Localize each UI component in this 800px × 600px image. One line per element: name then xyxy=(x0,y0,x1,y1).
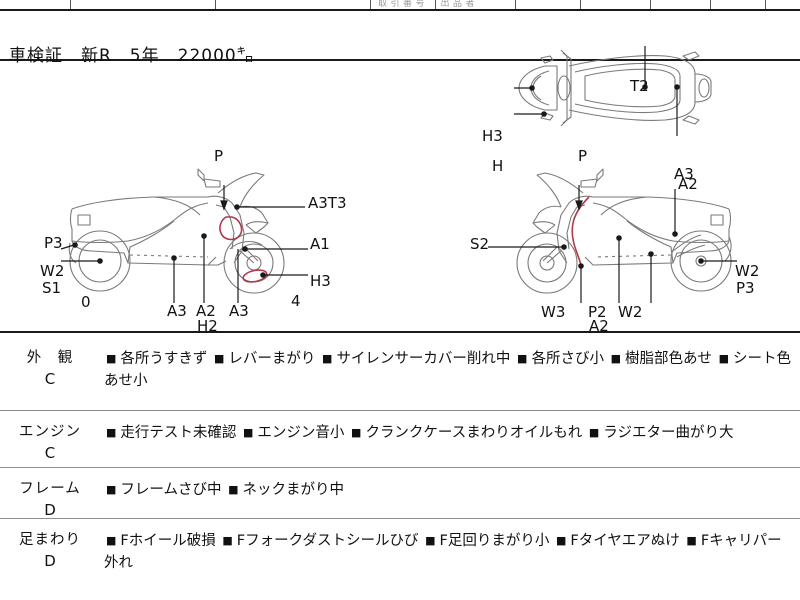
category-grade: D xyxy=(44,552,56,571)
condition-item: 走行テスト未確認 xyxy=(120,425,237,441)
bullet-icon: ■ xyxy=(588,426,600,439)
condition-category: エンジン C xyxy=(0,411,100,467)
diagram-panel: T2 H3 H A2 P A3T3 P3 A1 W2 H3 S1 0 4 A3 … xyxy=(0,46,800,335)
category-name: 足まわり xyxy=(19,532,81,548)
table-row: エンジン C ■走行テスト未確認 ■エンジン音小 ■クランクケースまわりオイルも… xyxy=(0,410,800,467)
condition-item: ラジエター曲がり大 xyxy=(603,425,734,441)
diagram-label-w2-right: W2 xyxy=(735,262,760,280)
diagram-label-a1: A1 xyxy=(310,235,330,253)
cutoff-cell-separator xyxy=(650,0,651,9)
bullet-icon: ■ xyxy=(106,534,117,547)
condition-category: 外 観 C xyxy=(0,337,100,410)
bullet-icon: ■ xyxy=(106,352,117,365)
condition-item: クランクケースまわりオイルもれ xyxy=(365,425,583,441)
condition-item: Fホイール破損 xyxy=(120,533,216,549)
cutoff-cell-separator xyxy=(70,0,71,9)
diagram-label-h-top: H xyxy=(492,157,504,175)
condition-table: 外 観 C ■各所うすきず ■レバーまがり ■サイレンサーカバー削れ中 ■各所さ… xyxy=(0,333,800,600)
diagram-label-a3-left-1: A3 xyxy=(167,302,187,320)
bullet-icon: ■ xyxy=(610,352,621,365)
right-side-drawing xyxy=(485,168,745,306)
bullet-icon: ■ xyxy=(214,352,225,365)
condition-item: エンジン音小 xyxy=(257,425,345,441)
diagram-label-a3-right: A3 xyxy=(674,165,694,183)
condition-category: 足まわり D xyxy=(0,519,100,600)
condition-items: ■走行テスト未確認 ■エンジン音小 ■クランクケースまわりオイルもれ ■ラジエタ… xyxy=(100,411,800,467)
cutoff-cell-separator xyxy=(580,0,581,9)
cutoff-cell-separator xyxy=(215,0,216,9)
diagram-label-w2-right-2: W2 xyxy=(618,303,643,321)
bullet-icon: ■ xyxy=(718,352,729,365)
diagram-label-w3: W3 xyxy=(541,303,566,321)
cutoff-cell-separator xyxy=(435,0,436,9)
diagram-label-t2: T2 xyxy=(630,77,649,95)
condition-item: フレームさび中 xyxy=(120,482,222,498)
diagram-label-s2: S2 xyxy=(470,235,490,253)
condition-item: 各所うすきず xyxy=(120,351,208,367)
category-grade: D xyxy=(44,501,56,520)
bullet-icon: ■ xyxy=(425,534,436,547)
cutoff-ghost-text: 取 引 番 号 出 品 者 xyxy=(378,0,476,8)
bullet-icon: ■ xyxy=(228,483,239,496)
condition-item: Fフォークダストシールひび xyxy=(236,533,419,549)
top-view-drawing xyxy=(505,26,735,146)
condition-category: フレーム D xyxy=(0,468,100,519)
condition-items: ■フレームさび中 ■ネックまがり中 xyxy=(100,468,800,518)
bullet-icon: ■ xyxy=(106,483,117,496)
condition-item: サイレンサーカバー削れ中 xyxy=(336,351,511,367)
cutoff-table-strip: 取 引 番 号 出 品 者 xyxy=(0,0,800,11)
condition-items: ■各所うすきず ■レバーまがり ■サイレンサーカバー削れ中 ■各所さび小 ■樹脂… xyxy=(100,337,800,410)
cutoff-cell-separator xyxy=(370,0,371,9)
header-row: 車検証 新R 5年 22000㌔ xyxy=(0,11,800,66)
diagram-label-four: 4 xyxy=(291,292,301,310)
condition-item: ネックまがり中 xyxy=(242,482,345,498)
diagram-label-h3-left: H3 xyxy=(310,272,331,290)
condition-item: Fキャリパー外れ xyxy=(104,533,782,572)
bullet-icon: ■ xyxy=(351,426,362,439)
diagram-label-p-right: P xyxy=(578,147,588,165)
diagram-label-a3t3: A3T3 xyxy=(308,194,347,212)
diagram-label-h2: H2 xyxy=(197,317,218,335)
diagram-label-zero: 0 xyxy=(81,293,91,311)
category-grade: C xyxy=(44,444,56,463)
cutoff-cell-separator xyxy=(515,0,516,9)
bullet-icon: ■ xyxy=(322,352,333,365)
left-side-drawing xyxy=(58,168,318,306)
table-row: 外 観 C ■各所うすきず ■レバーまがり ■サイレンサーカバー削れ中 ■各所さ… xyxy=(0,337,800,410)
condition-items: ■Fホイール破損 ■Fフォークダストシールひび ■F足回りまがり小 ■Fタイヤエ… xyxy=(100,519,800,600)
bullet-icon: ■ xyxy=(556,534,567,547)
diagram-label-s1: S1 xyxy=(42,279,62,297)
diagram-label-p-left: P xyxy=(214,147,224,165)
diagram-label-a3-left-2: A3 xyxy=(229,302,249,320)
condition-item: シート色あせ小 xyxy=(104,351,791,390)
category-name: エンジン xyxy=(19,424,81,440)
diagram-label-p2: P2 xyxy=(588,303,607,321)
diagram-label-p3-left: P3 xyxy=(44,234,63,252)
diagram-label-a2-right: A2 xyxy=(589,317,609,335)
bullet-icon: ■ xyxy=(686,534,697,547)
category-name: 外 観 xyxy=(26,350,74,366)
condition-item: レバーまがり xyxy=(228,351,316,367)
diagram-label-a2-top: A2 xyxy=(678,175,698,193)
diagram-label-p3-right: P3 xyxy=(736,279,755,297)
registration-info-text: 車検証 新R 5年 22000㌔ xyxy=(9,46,255,66)
condition-item: 各所さび小 xyxy=(531,351,604,367)
bullet-icon: ■ xyxy=(106,426,117,439)
condition-item: Fタイヤエアぬけ xyxy=(570,533,680,549)
table-row: フレーム D ■フレームさび中 ■ネックまがり中 xyxy=(0,467,800,519)
bullet-icon: ■ xyxy=(517,352,528,365)
category-name: フレーム xyxy=(19,481,81,497)
diagram-label-w2-left: W2 xyxy=(40,262,65,280)
bullet-icon: ■ xyxy=(222,534,233,547)
diagram-label-a2-left: A2 xyxy=(196,302,216,320)
category-grade: C xyxy=(44,370,56,389)
cutoff-cell-separator xyxy=(765,0,766,9)
table-row: 足まわり D ■Fホイール破損 ■Fフォークダストシールひび ■F足回りまがり小… xyxy=(0,518,800,600)
diagram-label-h3-top: H3 xyxy=(482,127,503,145)
condition-item: F足回りまがり小 xyxy=(439,533,550,549)
cutoff-cell-separator xyxy=(710,0,711,9)
bullet-icon: ■ xyxy=(243,426,254,439)
condition-item: 樹脂部色あせ xyxy=(624,351,712,367)
